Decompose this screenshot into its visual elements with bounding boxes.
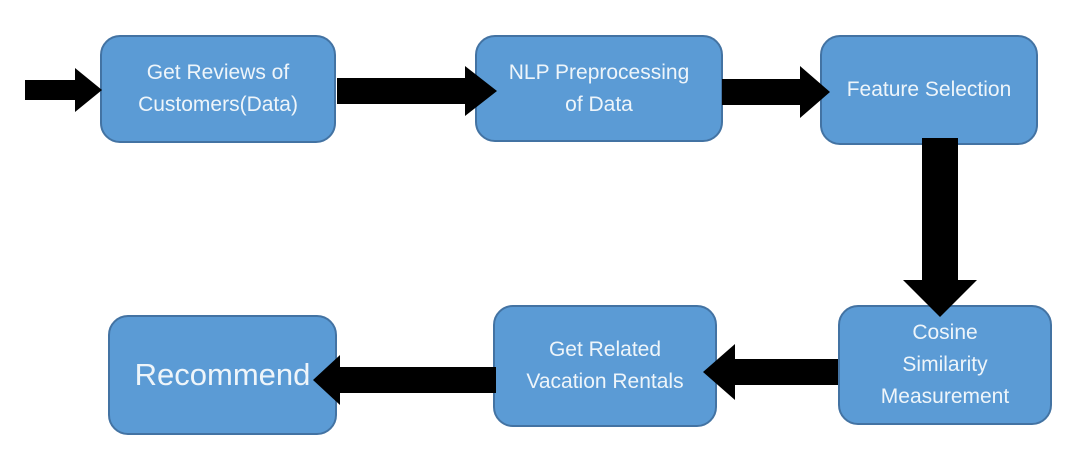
node-label-line: of Data <box>565 92 633 116</box>
node-label-line: Cosine <box>912 321 978 344</box>
arrow-get-related-to-recommend <box>313 355 496 405</box>
arrow-get-reviews-to-nlp <box>337 66 497 116</box>
arrow-feature-selection-to-cosine <box>903 138 977 317</box>
node-label-line: Measurement <box>880 385 1010 408</box>
node-recommend: Recommend <box>108 315 337 435</box>
flow-start-arrow <box>25 68 102 112</box>
node-nlp-preprocessing: NLP Preprocessing of Data <box>475 35 723 142</box>
node-label-line: Recommend <box>134 357 311 392</box>
node-label-line: Get Related <box>548 338 662 361</box>
node-feature-selection: Feature Selection <box>820 35 1038 145</box>
node-label-line: Vacation Rentals <box>526 370 684 393</box>
arrow-nlp-to-feature-selection <box>722 66 830 118</box>
node-label-line: Similarity <box>902 353 988 376</box>
node-cosine-similarity: Cosine Similarity Measurement <box>838 305 1052 425</box>
node-label-line: Customers(Data) <box>138 93 298 116</box>
node-label-line: Get Reviews of <box>146 61 290 84</box>
arrow-cosine-to-get-related <box>703 344 838 400</box>
node-get-reviews: Get Reviews of Customers(Data) <box>100 35 336 143</box>
node-label-line: Feature Selection <box>846 78 1012 101</box>
node-get-related-rentals: Get Related Vacation Rentals <box>493 305 717 427</box>
node-label-line: NLP Preprocessing <box>508 60 690 84</box>
